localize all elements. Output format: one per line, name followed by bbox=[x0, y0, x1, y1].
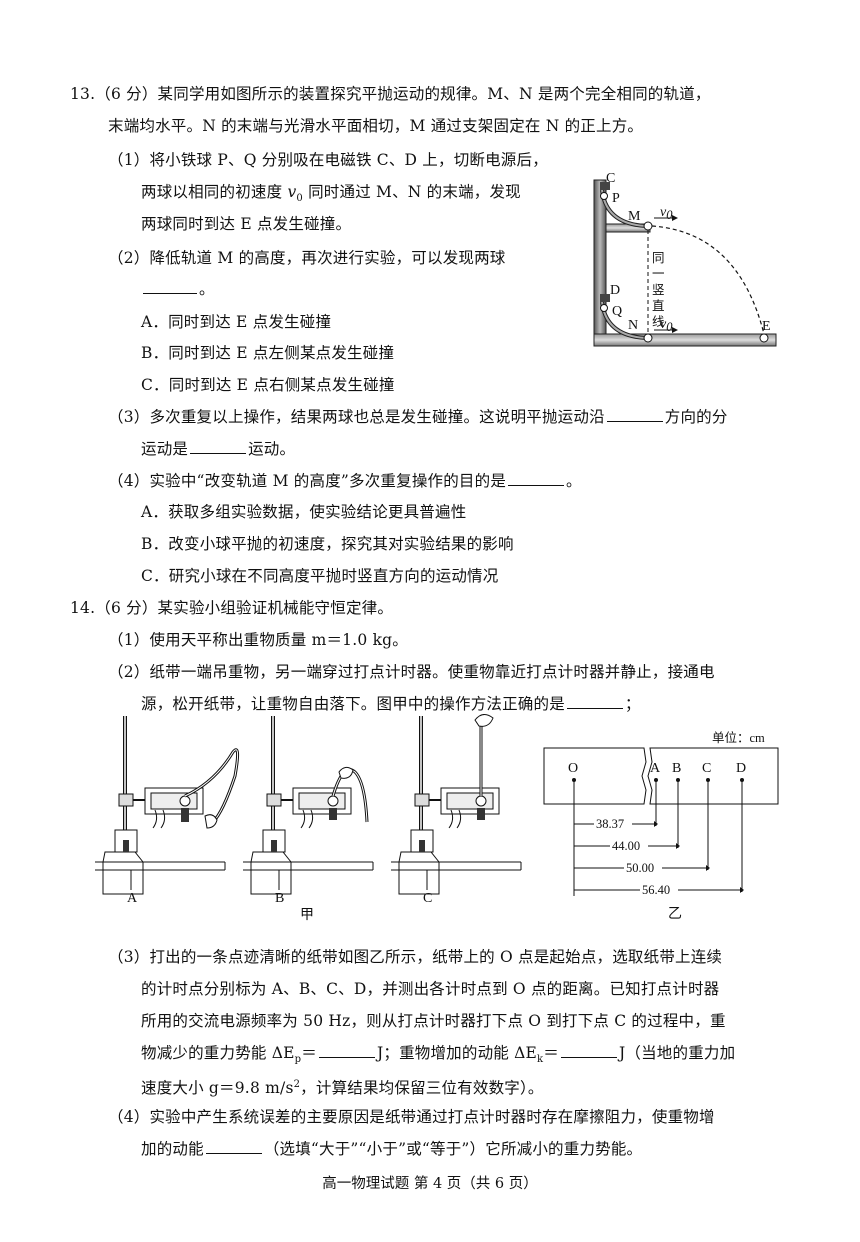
q13-part3-b: 运动是运动。 bbox=[141, 439, 296, 458]
q14-part3-a: （3）打出的一条点迹清晰的纸带如图乙所示，纸带上的 O 点是起始点，选取纸带上连… bbox=[108, 948, 723, 966]
setup-c: C bbox=[391, 714, 522, 906]
point-a: A bbox=[650, 761, 661, 776]
q14-part3-d: 物减少的重力势能 ΔEp＝J；重物增加的动能 ΔEk＝J（当地的重力加 bbox=[141, 1043, 736, 1066]
q13-part4-option-b: B．改变小球平抛的初速度，探究其对实验结果的影响 bbox=[141, 535, 514, 553]
setup-b-label: B bbox=[275, 891, 284, 906]
setup-a: A bbox=[95, 716, 240, 906]
distance-ob: 44.00 bbox=[612, 839, 640, 853]
figure-yi-tape: 单位：cm O A B C D 38.37 44.00 bbox=[543, 730, 779, 922]
label-v0-upper: v0 bbox=[660, 205, 673, 222]
vertical-text-1: 同 bbox=[652, 251, 665, 265]
q14-part1: （1）使用天平称出重物质量 m＝1.0 kg。 bbox=[108, 631, 408, 649]
q14-part4-b: 加的动能（选填“大于”“小于”或“等于”）它所减小的重力势能。 bbox=[141, 1139, 643, 1158]
q14-part4-a: （4）实验中产生系统误差的主要原因是纸带通过打点计时器时存在摩擦阻力，使重物增 bbox=[108, 1108, 715, 1126]
label-v0-lower: v0 bbox=[660, 317, 673, 334]
label-q: Q bbox=[612, 304, 622, 319]
label-m: M bbox=[628, 209, 641, 224]
projectile-apparatus-figure: C P M v0 D Q N v0 E 同 一 竖 直 线 bbox=[593, 172, 777, 347]
label-e: E bbox=[762, 319, 771, 334]
answer-blank[interactable] bbox=[143, 279, 197, 294]
setup-b: B bbox=[243, 716, 374, 906]
distance-od: 56.40 bbox=[642, 883, 670, 897]
figure-yi-caption: 乙 bbox=[668, 906, 682, 922]
answer-blank[interactable] bbox=[606, 407, 663, 422]
q13-part4: （4）实验中“改变轨道 M 的高度”多次重复操作的目的是。 bbox=[108, 471, 582, 490]
q13-part2: （2）降低轨道 M 的高度，再次进行实验，可以发现两球 bbox=[108, 249, 506, 267]
setup-c-label: C bbox=[423, 891, 432, 906]
q13-title-cont: 末端均水平。N 的末端与光滑水平面相切，M 通过支架固定在 N 的正上方。 bbox=[108, 117, 644, 135]
q14-title: 14.（6 分）某实验小组验证机械能守恒定律。 bbox=[70, 599, 394, 617]
q13-part4-option-c: C．研究小球在不同高度平抛时竖直方向的运动情况 bbox=[141, 567, 499, 585]
q13-part3-a: （3）多次重复以上操作，结果两球也总是发生碰撞。这说明平抛运动沿方向的分 bbox=[108, 407, 728, 426]
q14-part2-a: （2）纸带一端吊重物，另一端穿过打点计时器。使重物靠近打点计时器并静止，接通电 bbox=[108, 663, 715, 681]
label-p: P bbox=[612, 191, 620, 206]
q14-part3-c: 所用的交流电源频率为 50 Hz，则从打点计时器打下点 O 到打下点 C 的过程… bbox=[141, 1012, 726, 1030]
point-o: O bbox=[568, 761, 578, 776]
point-d: D bbox=[736, 761, 746, 776]
q13-option-b: B．同时到达 E 点左侧某点发生碰撞 bbox=[141, 344, 395, 362]
q13-option-a: A．同时到达 E 点发生碰撞 bbox=[141, 313, 332, 331]
point-b: B bbox=[672, 761, 681, 776]
q13-title: 13.（6 分）某同学用如图所示的装置探究平抛运动的规律。M、N 是两个完全相同… bbox=[70, 85, 711, 103]
vertical-text-4: 直 bbox=[652, 299, 665, 313]
q14-part3-b: 的计时点分别标为 A、B、C、D，并测出各计时点到 O 点的距离。已知打点计时器 bbox=[141, 980, 720, 998]
q13-part1-c: 两球同时到达 E 点发生碰撞。 bbox=[141, 215, 352, 233]
q13-part2-answer: 。 bbox=[141, 278, 215, 300]
answer-blank[interactable] bbox=[566, 694, 623, 709]
figure-jia-caption: 甲 bbox=[300, 908, 314, 922]
vertical-text-3: 竖 bbox=[652, 283, 665, 297]
answer-blank[interactable] bbox=[560, 1043, 617, 1058]
point-c: C bbox=[702, 761, 711, 776]
q14-part3-e: 速度大小 g＝9.8 m/s2，计算结果均保留三位有效数字）。 bbox=[141, 1079, 544, 1098]
answer-blank[interactable] bbox=[190, 439, 247, 454]
q14-part2-b: 源，松开纸带，让重物自由落下。图甲中的操作方法正确的是； bbox=[141, 694, 641, 713]
distance-oc: 50.00 bbox=[626, 861, 654, 875]
label-c: C bbox=[606, 172, 615, 186]
tape-unit: 单位：cm bbox=[712, 730, 765, 745]
page-footer: 高一物理试题 第 4 页（共 6 页） bbox=[322, 1176, 538, 1192]
q13-part4-option-a: A．获取多组实验数据，使实验结论更具普遍性 bbox=[141, 503, 467, 521]
vertical-text-2: 一 bbox=[652, 267, 665, 281]
setup-a-label: A bbox=[127, 891, 138, 906]
q13-option-c: C．同时到达 E 点右侧某点发生碰撞 bbox=[141, 376, 395, 394]
distance-oa: 38.37 bbox=[596, 817, 624, 831]
label-d: D bbox=[610, 283, 620, 298]
label-n: N bbox=[628, 318, 638, 333]
answer-blank[interactable] bbox=[508, 471, 565, 486]
q13-part1-b: 两球以相同的初速度 v0 同时通过 M、N 的末端，发现 bbox=[141, 183, 521, 205]
q13-part1-a: （1）将小铁球 P、Q 分别吸在电磁铁 C、D 上，切断电源后， bbox=[108, 151, 548, 169]
answer-blank[interactable] bbox=[205, 1139, 262, 1154]
figure-jia-setups: A B bbox=[95, 714, 522, 922]
answer-blank[interactable] bbox=[318, 1043, 375, 1058]
vertical-text-5: 线 bbox=[652, 315, 665, 329]
